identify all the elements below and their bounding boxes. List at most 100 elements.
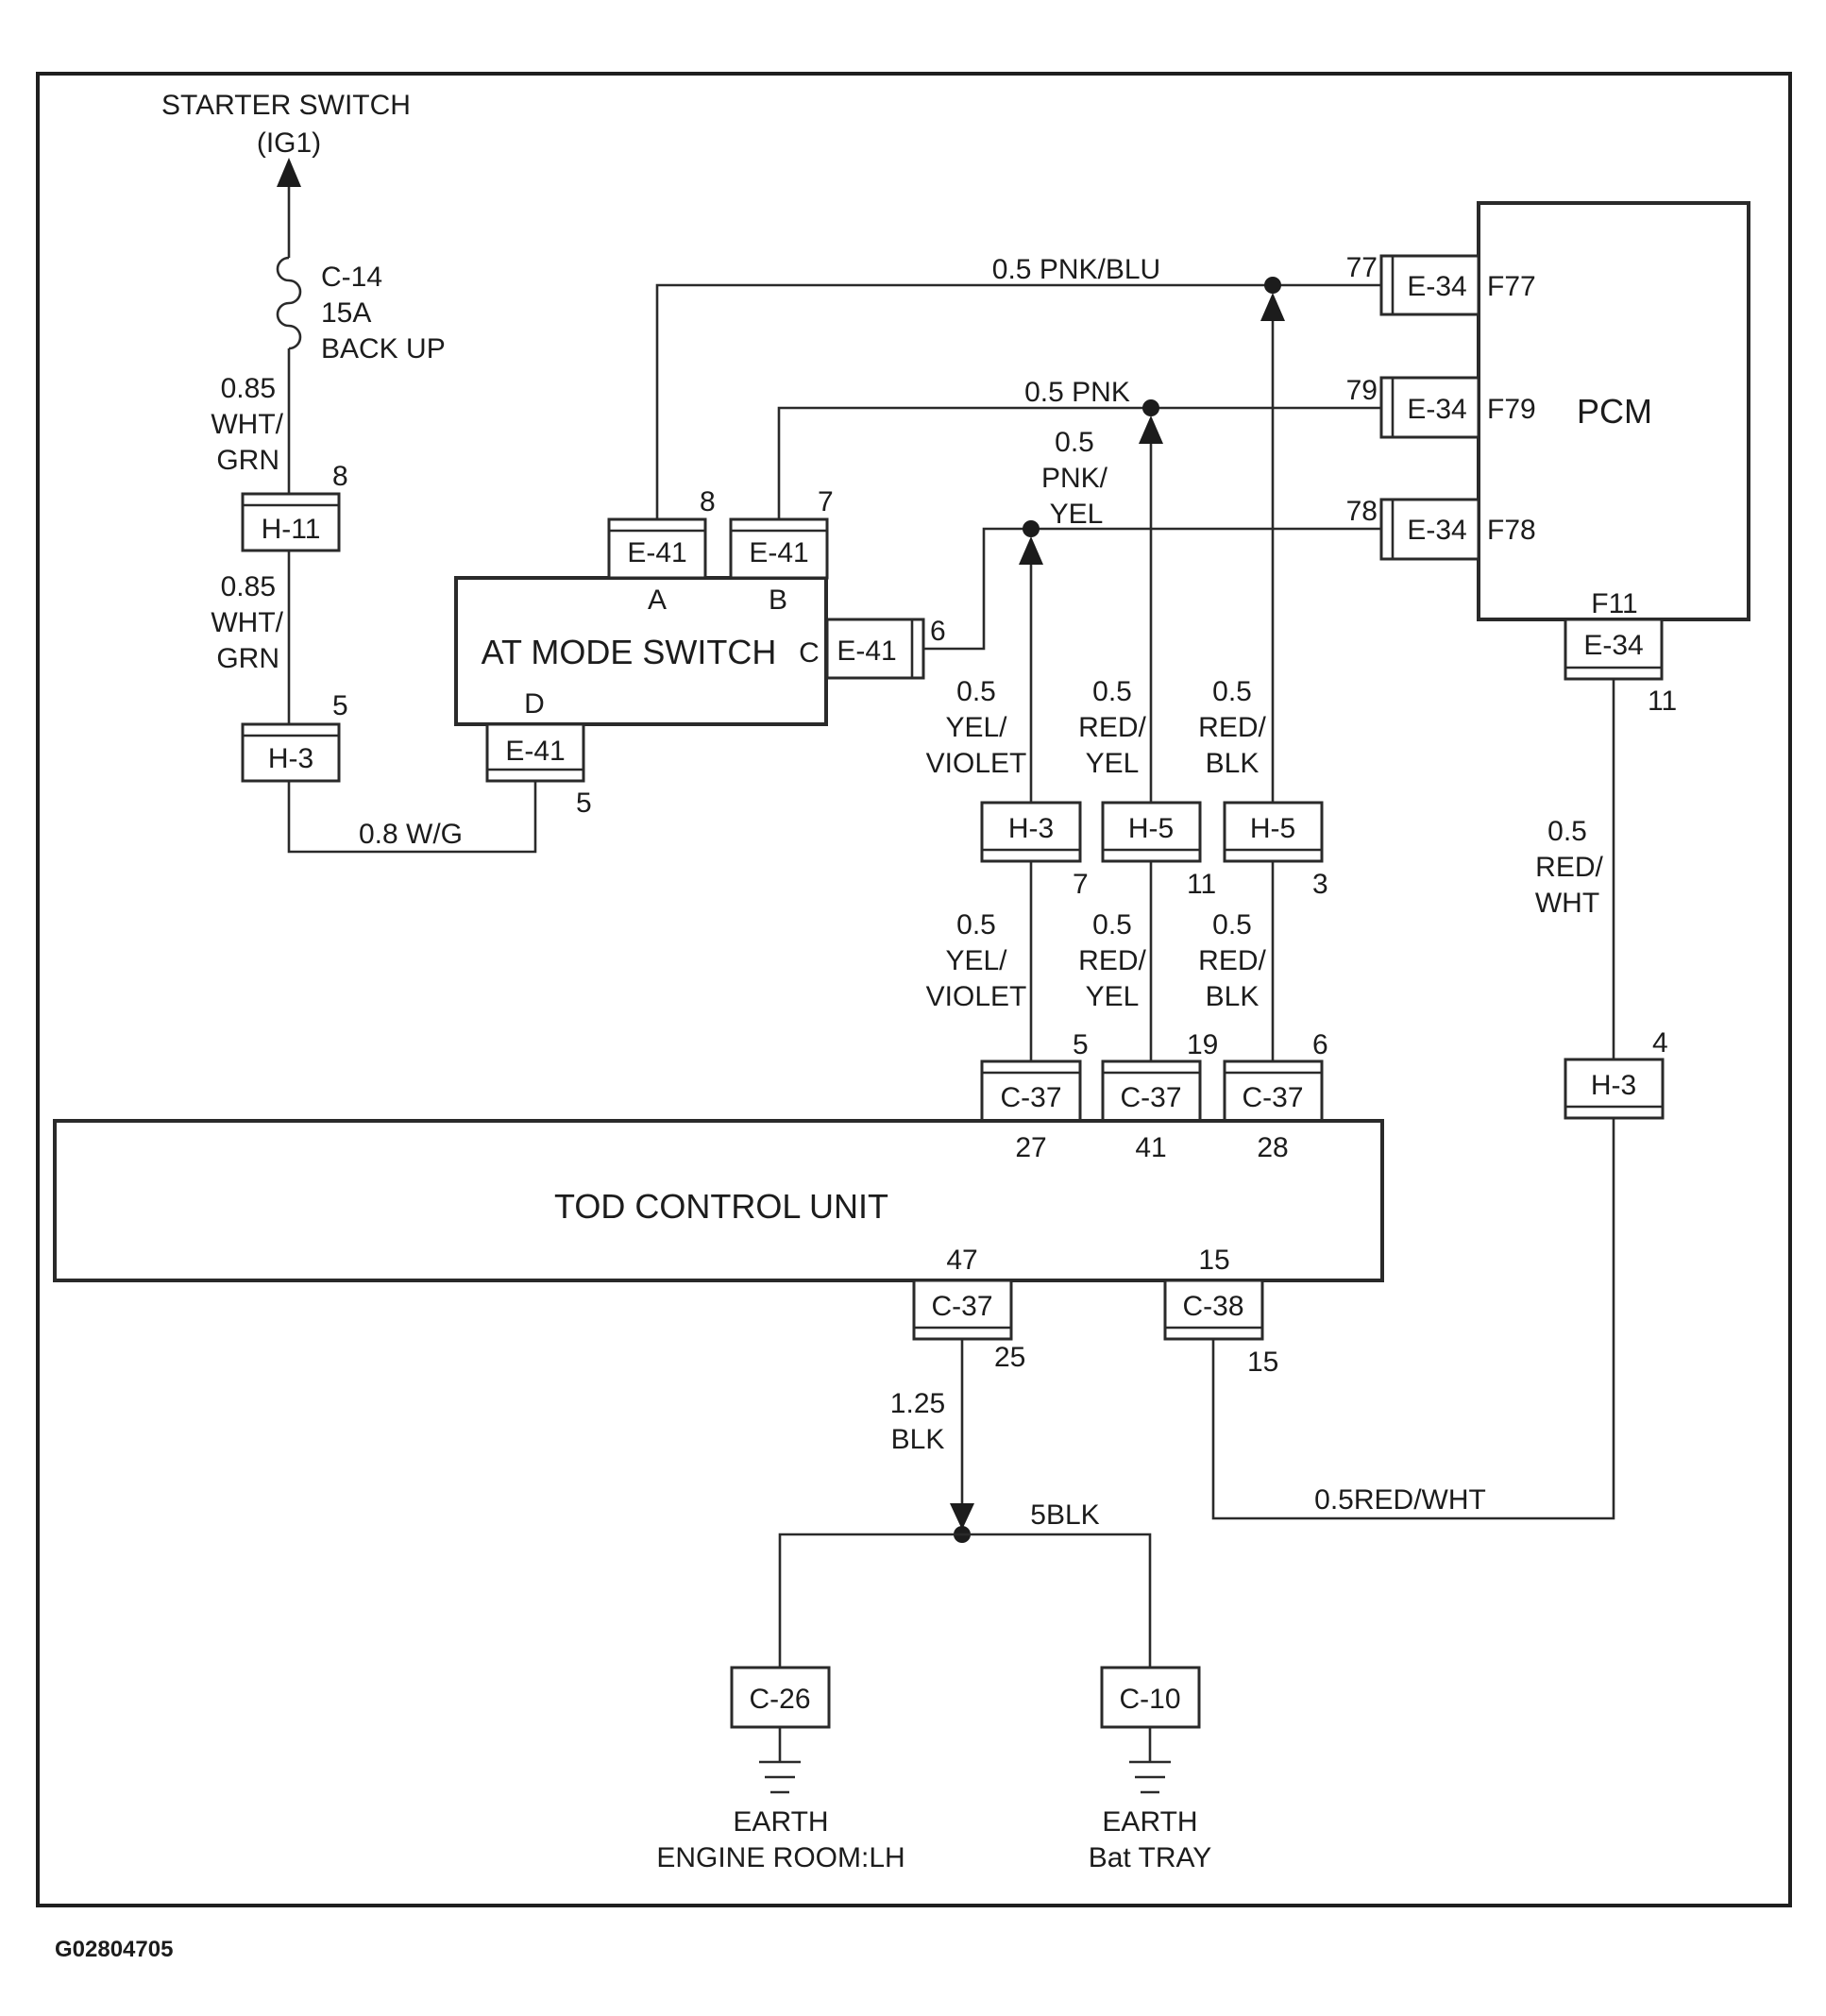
connector-h11-label: H-11 xyxy=(262,514,321,545)
wire-label-fuse-out-1: 0.85 xyxy=(221,373,276,404)
earth-right-line1: EARTH xyxy=(1102,1806,1197,1838)
connector-e34-79-label: E-34 xyxy=(1407,394,1466,425)
connector-c37-5 xyxy=(980,1059,1082,1123)
connector-h5-mid xyxy=(1101,801,1202,863)
ground-branch: 1.25 BLK 5BLK C-26 EARTH ENGINE ROOM:LH … xyxy=(656,1339,1211,1873)
wire-label-pnk-blu: 0.5 PNK/BLU xyxy=(992,254,1160,285)
pin-tod-15: 15 xyxy=(1198,1245,1229,1276)
wire-label-red-blk-bot-3: BLK xyxy=(1206,981,1260,1012)
pin-c38-bottom: 15 xyxy=(1247,1347,1278,1378)
pin-h3-right: 4 xyxy=(1652,1027,1668,1059)
wire-label-yel-violet-top-1: 0.5 xyxy=(956,676,996,707)
connector-c38-bottom-label: C-38 xyxy=(1182,1291,1243,1322)
wire-label-blk-125-2: BLK xyxy=(891,1424,945,1455)
starter-switch-ig1-label: (IG1) xyxy=(257,127,321,159)
connector-h3-left xyxy=(241,722,341,783)
pin-c37-19: 19 xyxy=(1187,1029,1218,1060)
connector-h11 xyxy=(241,492,341,552)
arrow-up-icon xyxy=(1019,536,1043,565)
arrow-up-icon xyxy=(1260,293,1285,321)
pcm-group: PCM F77 F79 F78 F11 77 E-34 79 E-34 78 E… xyxy=(1346,201,1750,717)
wire-h3-to-e41d xyxy=(287,780,537,854)
fuse-name: BACK UP xyxy=(321,333,446,364)
connector-e34-78 xyxy=(1379,498,1480,561)
pin-e34-77: 77 xyxy=(1346,252,1378,283)
connector-c10 xyxy=(1100,1666,1201,1729)
wire-label-red-yel-bot-1: 0.5 xyxy=(1092,909,1132,940)
connector-e41-c-label: E-41 xyxy=(837,635,896,667)
pin-e34-78: 78 xyxy=(1346,496,1378,527)
connector-c26-label: C-26 xyxy=(749,1684,810,1715)
wire-pnk-blu xyxy=(655,283,1381,519)
wire-label-red-wht-right-3: WHT xyxy=(1535,888,1599,919)
pcm-pin-f79: F79 xyxy=(1487,394,1536,425)
connector-e34-11-label: E-34 xyxy=(1583,630,1643,661)
wire-label-red-wht-right-2: RED/ xyxy=(1535,852,1603,883)
splice-dot-pnk xyxy=(1142,399,1159,416)
wire-label-yel-violet-top-2: YEL/ xyxy=(945,712,1007,743)
connector-e34-11 xyxy=(1564,618,1664,681)
wire-label-yel-violet-bot-3: VIOLET xyxy=(926,981,1027,1012)
wire-label-red-wht-right-1: 0.5 xyxy=(1547,816,1587,847)
connector-h5-mid-label: H-5 xyxy=(1128,813,1174,844)
wire-label-5blk: 5BLK xyxy=(1030,1499,1099,1531)
starter-switch-branch: STARTER SWITCH (IG1) C-14 15A BACK UP 0.… xyxy=(161,90,537,854)
connector-c38-bottom xyxy=(1163,1279,1264,1341)
arrow-up-icon xyxy=(277,158,301,187)
pin-tod-28: 28 xyxy=(1257,1132,1288,1163)
wire-red-wht-loop xyxy=(1211,1118,1615,1520)
connector-h3-right-label: H-3 xyxy=(1591,1070,1636,1101)
wire-label-red-blk-bot-2: RED/ xyxy=(1198,945,1266,976)
wire-label-yel-violet-bot-1: 0.5 xyxy=(956,909,996,940)
wire-label-pnk-yel-3: YEL xyxy=(1050,499,1104,530)
wire-label-red-blk-top-3: BLK xyxy=(1206,748,1260,779)
at-mode-switch-group: AT MODE SWITCH A B C D 8 E-41 7 E-41 E-4… xyxy=(454,486,946,819)
middle-connectors: H-3 7 H-5 11 H-5 3 0.5 YEL/ VIOLET 0.5 R… xyxy=(926,801,1328,1123)
wire-label-h11-out-2: WHT/ xyxy=(211,607,283,638)
connector-c37-6 xyxy=(1223,1059,1324,1123)
starter-switch-label: STARTER SWITCH xyxy=(161,90,411,121)
earth-left-line1: EARTH xyxy=(733,1806,828,1838)
pin-h3-left: 5 xyxy=(332,690,348,721)
wire-label-pnk: 0.5 PNK xyxy=(1024,377,1130,408)
pin-e41-c: 6 xyxy=(930,616,946,647)
at-mode-switch-box xyxy=(454,576,828,726)
upper-wires: 0.5 PNK/BLU 0.5 PNK 0.5 PNK/ YEL 0.5 YEL… xyxy=(655,254,1381,803)
pin-tod-27: 27 xyxy=(1015,1132,1046,1163)
connector-c26 xyxy=(730,1666,831,1729)
wire-label-yel-violet-bot-2: YEL/ xyxy=(945,945,1007,976)
pin-e41-a: 8 xyxy=(700,486,716,517)
connector-e41-a-label: E-41 xyxy=(627,537,686,568)
wire-label-red-yel-top-1: 0.5 xyxy=(1092,676,1132,707)
tod-control-unit-group: TOD CONTROL UNIT 27 41 28 47 15 C-37 25 … xyxy=(53,1119,1384,1378)
pcm-pin-f77: F77 xyxy=(1487,271,1536,302)
wire-label-pnk-yel-2: PNK/ xyxy=(1041,463,1108,494)
pin-e41-d: 5 xyxy=(576,788,592,819)
tod-control-unit-box xyxy=(53,1119,1384,1282)
at-mode-switch-label: AT MODE SWITCH xyxy=(482,633,777,671)
pin-c37-5: 5 xyxy=(1073,1029,1089,1060)
pin-h5-mid: 11 xyxy=(1187,869,1216,900)
pin-tod-41: 41 xyxy=(1135,1132,1166,1163)
pin-h3-mid: 7 xyxy=(1073,869,1089,900)
connector-e41-d xyxy=(485,722,585,783)
fuse-rating: 15A xyxy=(321,297,371,329)
wire-label-red-wht-bottom: 0.5RED/WHT xyxy=(1314,1484,1486,1516)
at-pin-d: D xyxy=(524,688,545,720)
connector-h5-right xyxy=(1223,801,1324,863)
tod-control-unit-label: TOD CONTROL UNIT xyxy=(554,1187,888,1226)
arrow-up-icon xyxy=(1139,415,1163,444)
pin-e34-11: 11 xyxy=(1648,686,1677,717)
connector-e34-78-label: E-34 xyxy=(1407,515,1466,546)
figure-id: G02804705 xyxy=(55,1937,173,1962)
wire-label-red-yel-bot-2: RED/ xyxy=(1078,945,1146,976)
pcm-pin-f11: F11 xyxy=(1591,588,1637,619)
connector-c37-5-label: C-37 xyxy=(1000,1082,1061,1113)
connector-h5-right-label: H-5 xyxy=(1250,813,1295,844)
connector-c10-label: C-10 xyxy=(1119,1684,1180,1715)
pin-tod-47: 47 xyxy=(946,1245,977,1276)
earth-right-line2: Bat TRAY xyxy=(1089,1842,1212,1873)
connector-e34-79 xyxy=(1379,376,1480,439)
connector-c37-bottom-label: C-37 xyxy=(931,1291,992,1322)
